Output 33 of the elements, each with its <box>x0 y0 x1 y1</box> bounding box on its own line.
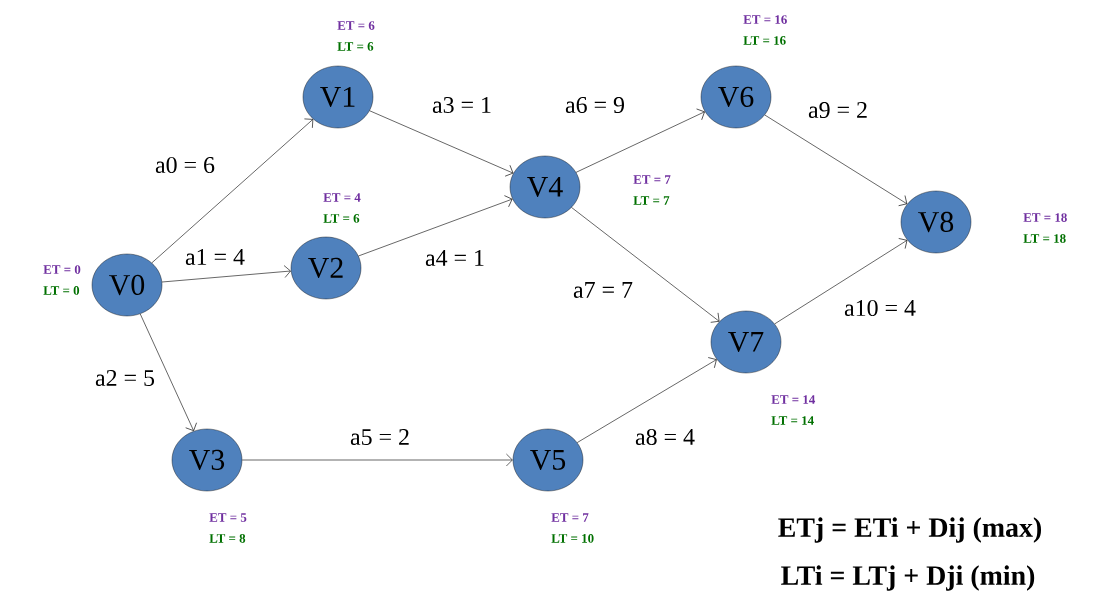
edge-label: a2 = 5 <box>94 368 156 388</box>
edge-label: a5 = 2 <box>349 427 411 447</box>
arrow <box>774 238 908 325</box>
arrow <box>575 108 705 173</box>
edge-label: a7 = 7 <box>572 281 634 299</box>
time-label: ET = 14 LT = 14 <box>771 395 816 425</box>
arrow <box>369 110 514 177</box>
time-label: ET = 0 LT = 0 <box>43 265 81 295</box>
arrow <box>764 114 908 206</box>
time-label: ET = 7 LT = 10 <box>551 513 594 543</box>
time-label: ET = 6 LT = 6 <box>337 21 375 51</box>
arrow <box>358 195 513 257</box>
edge-label: a8 = 4 <box>634 427 696 447</box>
edge-label: a9 = 2 <box>807 100 869 119</box>
time-label: ET = 7 LT = 7 <box>633 175 671 205</box>
formula-text: LTi = LTj + Dji (min) <box>781 565 1035 591</box>
edge-label: a6 = 9 <box>564 95 626 114</box>
edge-label: a0 = 6 <box>154 155 216 175</box>
arrow <box>139 313 197 431</box>
arrow <box>161 265 291 283</box>
arrow <box>576 357 717 443</box>
time-label: ET = 4 LT = 6 <box>323 193 361 223</box>
arrow <box>571 207 720 323</box>
edge-label: a1 = 4 <box>184 248 246 266</box>
time-label: ET = 16 LT = 16 <box>743 15 787 45</box>
arrow <box>241 453 513 467</box>
edge-label: a10 = 4 <box>843 298 917 318</box>
edge-label: a3 = 1 <box>431 95 493 114</box>
time-label: ET = 5 LT = 8 <box>209 513 247 543</box>
edge-label: a4 = 1 <box>424 249 486 267</box>
time-label: ET = 18 LT = 18 <box>1023 213 1067 243</box>
arrow <box>151 118 314 264</box>
formula-text: ETj = ETi + Dij (max) <box>778 517 1042 543</box>
